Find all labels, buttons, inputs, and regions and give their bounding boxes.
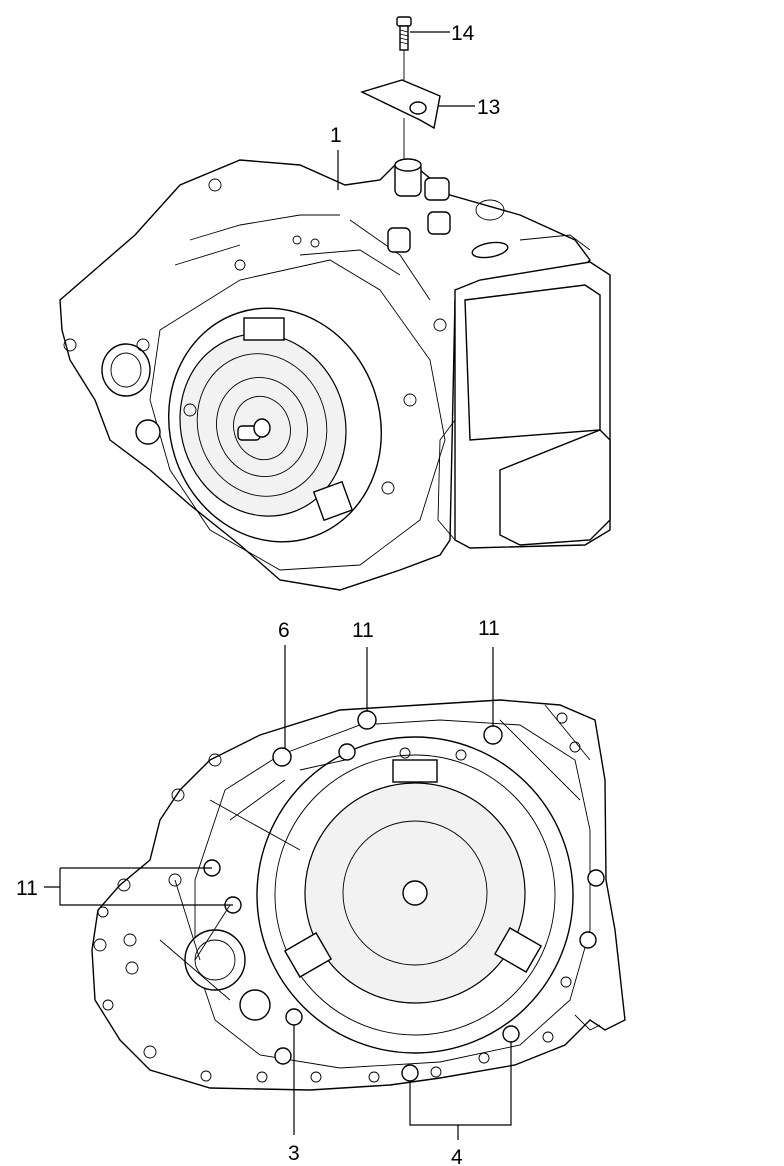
callout-14: 14 [451,22,475,45]
bracket-part [360,79,441,160]
transaxle-housing [59,158,611,591]
callout-4: 4 [451,1146,463,1166]
callout-6: 6 [278,619,290,642]
callout-3: 3 [288,1142,300,1165]
callout-1: 1 [330,124,342,147]
callout-11-top-right: 11 [478,617,500,640]
callout-11-top-left: 11 [352,619,374,642]
bolt-part [396,16,412,80]
callout-13: 13 [477,96,500,119]
callout-11-left: 11 [16,877,38,900]
transaxle-assembly [59,16,611,591]
transaxle-case-front-view [44,645,626,1140]
